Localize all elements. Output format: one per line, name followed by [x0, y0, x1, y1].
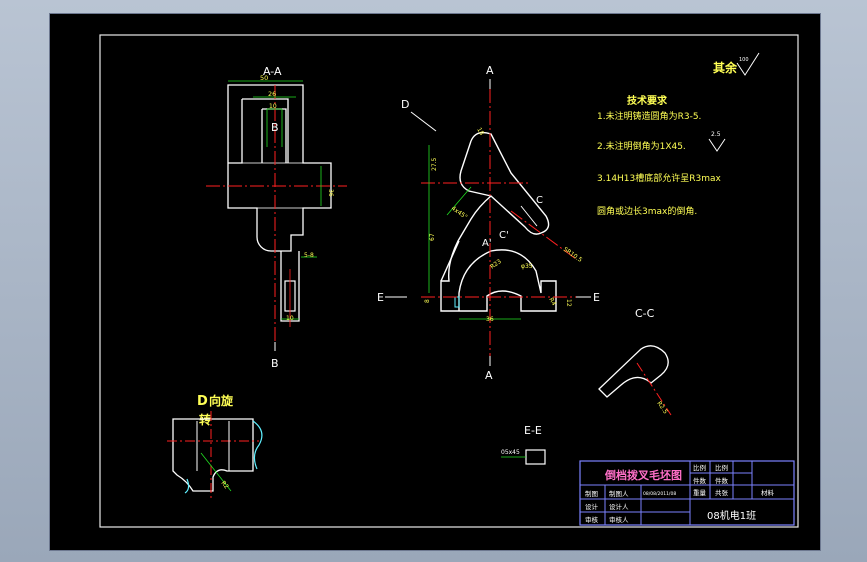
material-label: 材料 — [761, 488, 775, 497]
review-person: 审核人 — [609, 515, 629, 524]
design-label: 设计 — [585, 502, 599, 511]
finish-label: 其余 — [713, 60, 738, 75]
dim-5-8: 5-8 — [304, 252, 314, 259]
dim-r23: R23 — [489, 258, 503, 271]
dim-36-main: 36 — [486, 316, 494, 323]
qty-value: 件数 — [715, 476, 729, 485]
weight-value: 共张 — [715, 488, 729, 497]
dim-ee: 05x45 — [501, 449, 520, 456]
draw-label: 制图 — [585, 489, 598, 498]
tech-notes: 技术要求 1.未注明铸造圆角为R3-5. 2.未注明倒角为1X45. 3.14H… — [597, 94, 726, 217]
dim-10-bottom: 10 — [286, 315, 294, 322]
dim-dv-r: R2 — [219, 480, 230, 491]
school-label: 08机电1班 — [707, 509, 756, 522]
dim-4x45: 4x45° — [450, 205, 469, 221]
drawing-canvas: A-A 50 26 10 36 5-8 10 B B A — [99, 34, 799, 528]
section-a-bottom-label: A — [485, 369, 493, 382]
d-view-label: D — [197, 394, 208, 409]
dim-12: 12 — [565, 299, 572, 307]
dim-8: 8 — [424, 299, 431, 303]
section-e-right-label: E — [593, 291, 600, 304]
dim-r4: R4 — [547, 297, 557, 308]
dim-50: 50 — [260, 74, 268, 82]
tech-notes-title: 技术要求 — [627, 94, 668, 107]
section-cc-view: C-C R2.5 — [598, 307, 672, 416]
section-b-lower-label: B — [271, 357, 279, 370]
drawing-frame — [99, 34, 799, 528]
section-b-upper-label: B — [271, 121, 279, 134]
section-c-label: C — [536, 195, 543, 206]
dim-26: 26 — [268, 90, 276, 98]
section-e-left-label: E — [377, 291, 384, 304]
main-view: A A D 27.5 67 18 4x45° 36 R23 φ35 SR10.5… — [377, 64, 600, 382]
weight-label: 重量 — [693, 489, 707, 497]
section-cc-label: C-C — [635, 307, 655, 320]
qty-label: 件数 — [693, 476, 707, 485]
tech-note-2: 2.未注明倒角为1X45. — [597, 140, 686, 152]
fork-outline — [440, 131, 557, 312]
surface-finish: 其余 100 — [713, 52, 760, 76]
section-a-prime-label: A' — [482, 238, 492, 249]
tech-note-3: 3.14H13槽底部允许呈R3max — [597, 172, 722, 184]
dim-sr: SR10.5 — [562, 246, 584, 264]
section-a-top-label: A — [486, 64, 494, 77]
section-c-prime-label: C' — [499, 230, 509, 241]
cad-viewport[interactable]: A-A 50 26 10 36 5-8 10 B B A — [49, 13, 821, 551]
roughness-value: 2.5 — [711, 131, 721, 138]
d-view-outline — [172, 418, 254, 492]
d-rotated-view: D 向旋 转 R2 — [167, 393, 263, 501]
title-block: 倒档拨叉毛坯图 比例 比例 件数 件数 重量 共张 材料 制图 制图人 08/0… — [579, 460, 795, 526]
section-d-label: D — [401, 98, 409, 111]
ratio-value: 比例 — [715, 463, 728, 472]
section-aa-label: A-A — [263, 65, 282, 78]
dim-cc-r: R2.5 — [655, 400, 669, 415]
dim-27-5: 27.5 — [431, 157, 438, 171]
title-block-title: 倒档拨叉毛坯图 — [604, 468, 682, 482]
tech-note-1: 1.未注明铸造圆角为R3-5. — [597, 110, 701, 122]
section-aa-view: A-A 50 26 10 36 5-8 10 B B — [206, 65, 347, 370]
ratio-label: 比例 — [693, 463, 706, 472]
section-aa-outline — [227, 84, 332, 252]
draw-person: 制图人 — [609, 489, 629, 498]
d-view-title: 向旋 — [209, 393, 234, 408]
draw-date: 08/08/2011/08 — [643, 491, 676, 497]
tech-note-4: 圆角或边长3max的倒角. — [597, 205, 697, 217]
dim-phi35: φ35 — [521, 263, 533, 270]
dim-r18: 18 — [475, 127, 485, 137]
finish-value: 100 — [739, 57, 749, 63]
design-person: 设计人 — [609, 502, 629, 511]
review-label: 审核 — [585, 515, 599, 524]
dim-67: 67 — [429, 233, 436, 241]
section-ee-view: E-E 05x45 — [501, 424, 546, 465]
dim-10-top: 10 — [269, 103, 277, 110]
section-cc-outline — [598, 345, 669, 398]
dim-36: 36 — [327, 189, 334, 197]
section-ee-label: E-E — [524, 424, 542, 437]
